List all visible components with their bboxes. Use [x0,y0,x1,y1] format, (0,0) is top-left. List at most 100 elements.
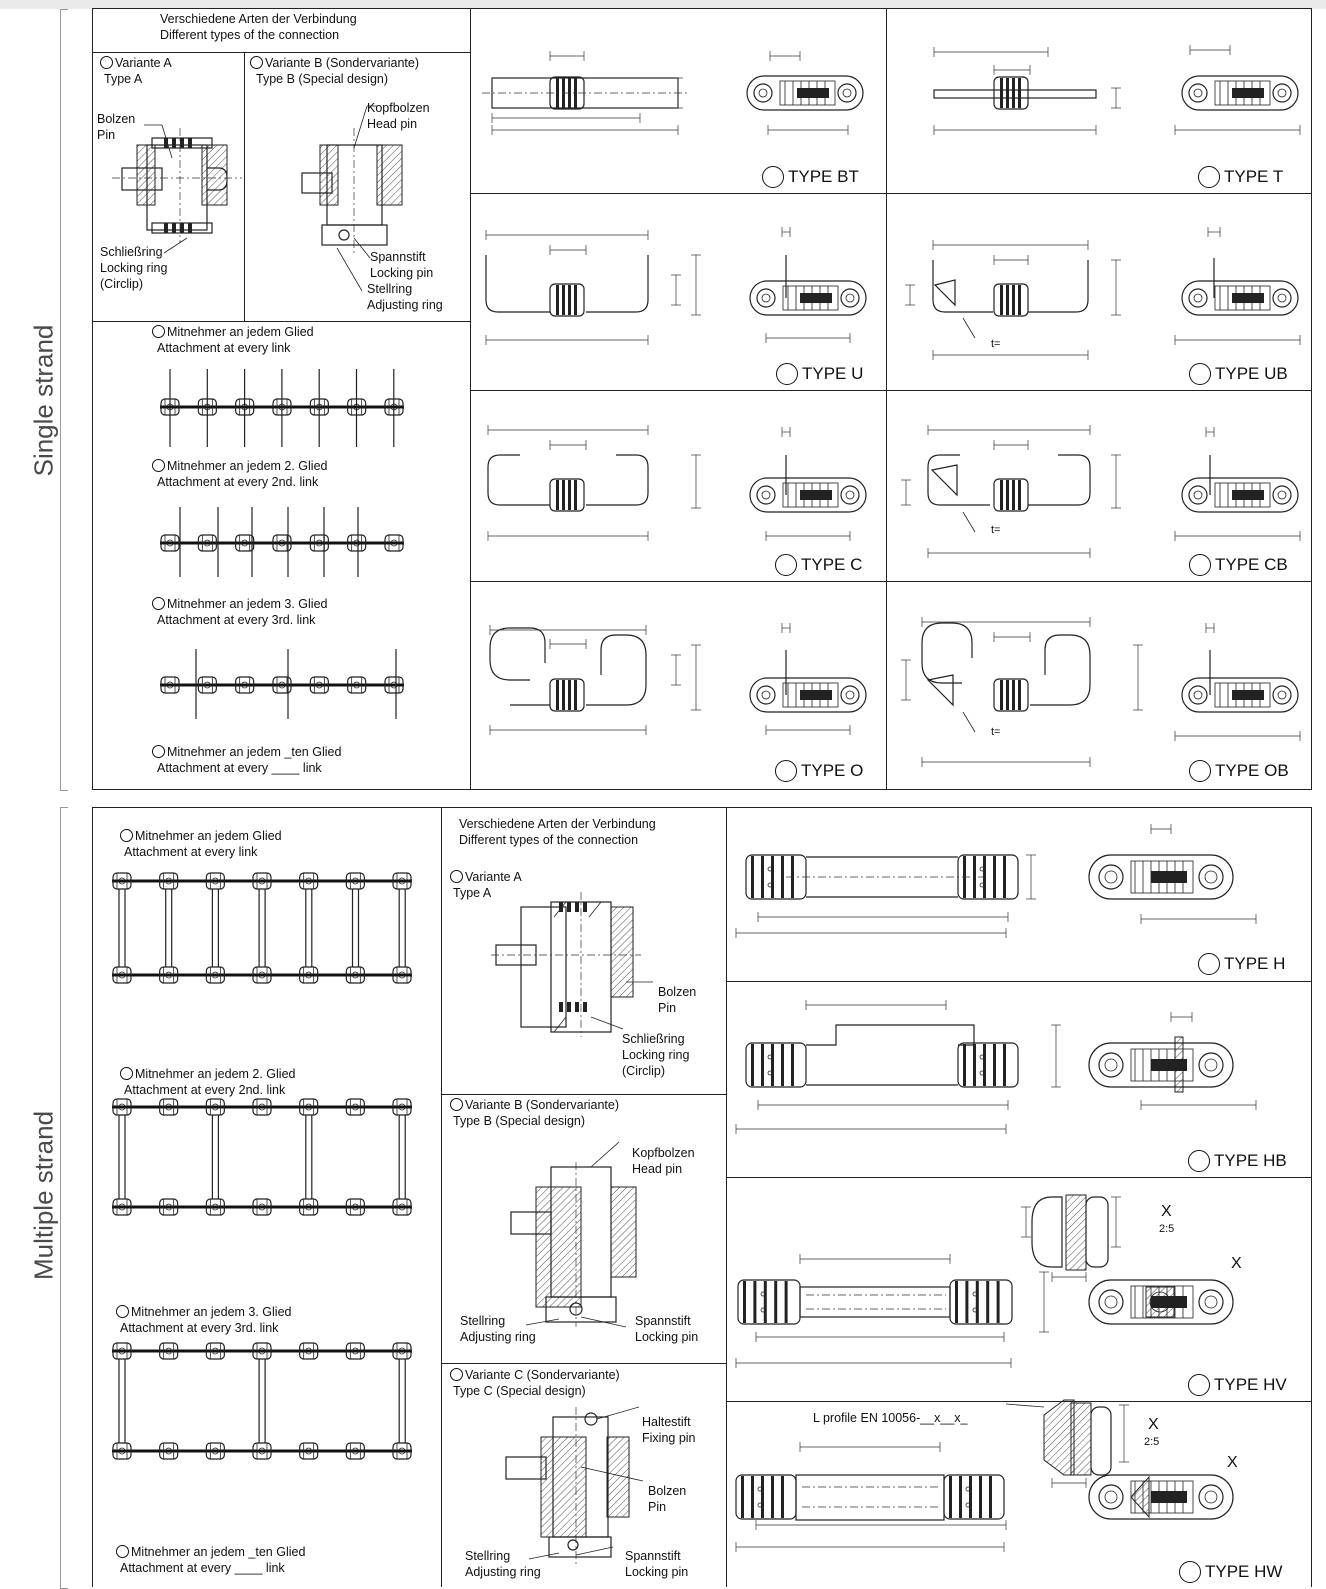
type-hb-option[interactable]: TYPE HB [1188,1150,1287,1172]
type-bt-option[interactable]: TYPE BT [762,166,859,188]
radio-icon[interactable] [450,1368,463,1381]
type-hv-label: TYPE HV [1214,1375,1287,1394]
end-link-hole [1098,1289,1124,1315]
chain-link [252,1098,272,1116]
radio-icon[interactable] [152,745,165,758]
every-3rd-de: Mitnehmer an jedem 3. Glied [167,597,328,611]
multi-head-pin-de: Kopfbolzen [632,1146,695,1160]
roller-segment [983,1044,986,1086]
roller-segment [1006,480,1009,510]
multi-variant-b[interactable]: Variante B (Sondervariante) [450,1098,619,1113]
roller-segment [989,1476,992,1518]
radio-icon[interactable] [775,554,797,576]
hv-detail-scale: 2:5 [1159,1223,1175,1235]
radio-icon[interactable] [776,363,798,385]
multi-variant-c[interactable]: Variante C (Sondervariante) [450,1368,620,1383]
roller-segment [574,78,577,108]
multi-variant-a[interactable]: Variante A [450,870,522,885]
chain-link [112,872,132,890]
type-u-option[interactable]: TYPE U [776,363,863,385]
type-h-option[interactable]: TYPE H [1198,953,1285,975]
end-link-hole [1098,1052,1124,1078]
chain-link [392,1098,412,1116]
type-ub-option[interactable]: TYPE UB [1189,363,1288,385]
chain-pin [398,1447,406,1455]
radio-icon[interactable] [152,325,165,338]
radio-icon[interactable] [775,760,797,782]
radio-icon[interactable] [116,1305,129,1318]
roller-segment [781,1476,784,1518]
radio-icon[interactable] [120,1067,133,1080]
variant-a-ring [575,902,579,912]
single-every-nth[interactable]: Mitnehmer an jedem _ten Glied [152,745,341,760]
type-hw-option[interactable]: TYPE HW [1179,1561,1282,1583]
variant-b-ring [545,1296,617,1323]
multi-every-nth-en: Attachment at every ____ link [120,1561,285,1575]
end-link [1088,1042,1234,1088]
type-hv-option[interactable]: TYPE HV [1188,1374,1287,1396]
multi-every-2nd[interactable]: Mitnehmer an jedem 2. Glied [120,1067,296,1082]
side-link [1181,477,1299,513]
chain-link [159,1342,179,1360]
radio-icon[interactable] [1198,953,1220,975]
chain-pin [258,1347,266,1355]
radio-icon[interactable] [1189,363,1211,385]
side-link-hole [1193,490,1203,500]
roller-segment [1006,78,1009,108]
roller [549,478,585,512]
multi-every-link[interactable]: Mitnehmer an jedem Glied [120,829,282,844]
radio-icon[interactable] [1189,760,1211,782]
variant-a-ring [575,1002,579,1012]
single-every-2nd[interactable]: Mitnehmer an jedem 2. Glied [152,459,328,474]
single-every-2nd-en: Attachment at every 2nd. link [157,475,319,489]
multi-locking-ring-en: Locking ring [622,1048,690,1062]
side-link-hole [1193,88,1203,98]
single-every-3rd[interactable]: Mitnehmer an jedem 3. Glied [152,597,328,612]
radio-icon[interactable] [450,870,463,883]
roller-hole [972,1307,978,1313]
multi-locking-pin-en: Locking pin [635,1330,699,1344]
type-o-option[interactable]: TYPE O [775,760,863,782]
side-link-hole [1193,690,1203,700]
side-link-badge [797,88,829,98]
leader [962,511,976,533]
single-every-link[interactable]: Mitnehmer an jedem Glied [152,325,314,340]
radio-icon[interactable] [1198,166,1220,188]
radio-icon[interactable] [100,56,113,69]
roller-segment [763,1281,767,1323]
type-t-option[interactable]: TYPE T [1198,166,1283,188]
single-adjusting-ring-en: Adjusting ring [367,298,443,312]
chain-link [345,1098,365,1116]
multi-every-nth[interactable]: Mitnehmer an jedem _ten Glied [116,1545,305,1560]
multi-type-drawings [735,824,1257,1552]
type-ob-option[interactable]: TYPE OB [1189,760,1289,782]
side-link-body [779,80,836,106]
radio-icon[interactable] [1188,1150,1210,1172]
side-link-hole [1188,485,1208,505]
radio-icon[interactable] [762,166,784,188]
type-c-option[interactable]: TYPE C [775,554,862,576]
radio-icon[interactable] [1189,554,1211,576]
type-cb-option[interactable]: TYPE CB [1189,554,1288,576]
chain-pin [258,1447,266,1455]
single-every-nth-en: Attachment at every ____ link [157,761,322,775]
radio-icon[interactable] [250,56,263,69]
chain-link [159,1098,179,1116]
radio-icon[interactable] [120,829,133,842]
radio-icon[interactable] [152,597,165,610]
radio-icon[interactable] [152,459,165,472]
roller-segment [1012,285,1015,315]
radio-icon[interactable] [1179,1561,1201,1583]
every-nth-de: Mitnehmer an jedem _ten Glied [131,1545,306,1559]
radio-icon[interactable] [1188,1374,1210,1396]
roller-segment [1012,78,1015,108]
end-link-hole [1198,1484,1224,1510]
radio-icon[interactable] [450,1098,463,1111]
single-variant-a[interactable]: Variante A [100,56,172,71]
single-variant-b[interactable]: Variante B (Sondervariante) [250,56,419,71]
type-hb-label: TYPE HB [1214,1151,1287,1170]
multi-every-3rd[interactable]: Mitnehmer an jedem 3. Glied [116,1305,292,1320]
type-ub-label: TYPE UB [1215,364,1288,383]
ub-gusset [933,279,956,307]
radio-icon[interactable] [116,1545,129,1558]
